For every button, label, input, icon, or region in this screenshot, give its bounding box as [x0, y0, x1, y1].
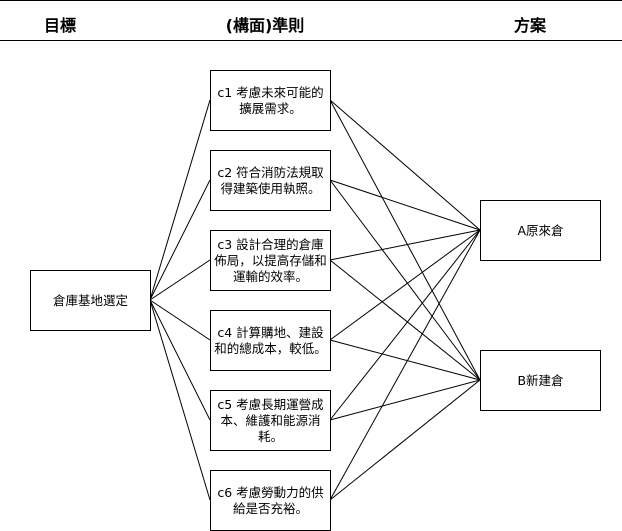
criterion-label: c3 設計合理的倉庫佈局，以提高存儲和運輸的效率。 [214, 236, 327, 284]
edge-c1-to-A [329, 99, 481, 231]
edge-c3-to-A [329, 229, 481, 261]
alternative-box-b[interactable]: B新建倉 [480, 350, 601, 411]
criterion-box-c3[interactable]: c3 設計合理的倉庫佈局，以提高存儲和運輸的效率。 [210, 230, 331, 291]
edge-goal-to-c5 [149, 299, 211, 421]
edge-goal-to-c3 [149, 259, 211, 301]
edge-goal-to-c1 [149, 99, 211, 301]
edge-c5-to-A [329, 229, 481, 421]
edge-c6-to-B [329, 379, 481, 501]
edge-c1-to-B [329, 99, 481, 381]
criterion-label: c2 符合消防法規取得建築使用執照。 [217, 164, 324, 196]
edge-c2-to-B [329, 179, 481, 381]
header-goal: 目標 [43, 16, 76, 35]
header-bottom-rule [0, 40, 622, 41]
edge-goal-to-c2 [149, 179, 211, 301]
alternative-label: A原來倉 [517, 222, 564, 238]
criterion-label: c5 考慮長期運營成本、維護和能源消耗。 [217, 396, 324, 444]
criterion-label: c4 計算購地、建設和的總成本，較低。 [214, 324, 327, 356]
edge-c4-to-B [329, 339, 481, 381]
edge-c3-to-B [329, 259, 481, 381]
header-alternatives: 方案 [513, 16, 546, 35]
criterion-box-c5[interactable]: c5 考慮長期運營成本、維護和能源消耗。 [210, 390, 331, 451]
criterion-label: c6 考慮勞動力的供給是否充裕。 [217, 484, 324, 516]
criterion-box-c2[interactable]: c2 符合消防法規取得建築使用執照。 [210, 150, 331, 211]
alternative-box-a[interactable]: A原來倉 [480, 200, 601, 261]
criterion-box-c4[interactable]: c4 計算購地、建設和的總成本，較低。 [210, 310, 331, 371]
edge-goal-to-c4 [149, 299, 211, 341]
edge-c6-to-A [329, 229, 481, 501]
criterion-label: c1 考慮未來可能的擴展需求。 [217, 84, 324, 116]
goal-label: 倉庫基地選定 [52, 292, 128, 308]
goal-box[interactable]: 倉庫基地選定 [30, 270, 151, 331]
header-top-rule [0, 0, 622, 1]
criterion-box-c1[interactable]: c1 考慮未來可能的擴展需求。 [210, 70, 331, 131]
edge-goal-to-c6 [149, 299, 211, 501]
criterion-box-c6[interactable]: c6 考慮勞動力的供給是否充裕。 [210, 470, 331, 531]
edge-c2-to-A [329, 179, 481, 231]
header-criteria: (構面)準則 [225, 16, 305, 35]
alternative-label: B新建倉 [517, 372, 564, 388]
edge-c5-to-B [329, 379, 481, 421]
edge-c4-to-A [329, 229, 481, 341]
